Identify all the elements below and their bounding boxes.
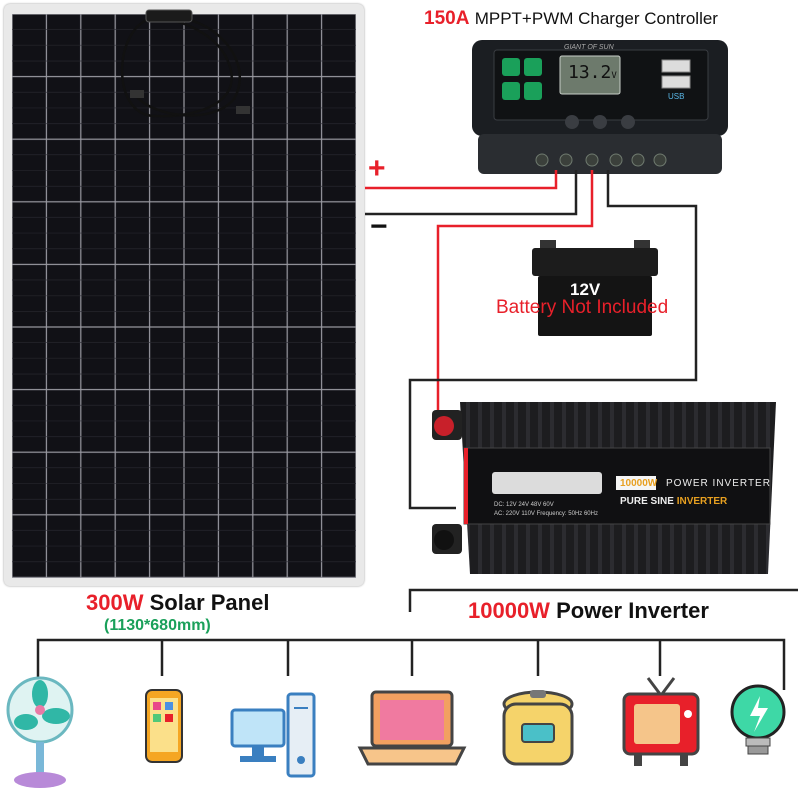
solar-panel-size: (1130*680mm) — [104, 617, 211, 634]
inverter-face-sub-a: PURE SINE — [620, 496, 674, 507]
solar-cell-grid — [12, 14, 356, 578]
laptop-icon — [357, 690, 467, 766]
fan-icon — [6, 676, 74, 788]
charge-controller: GIANT OF SUN 13.2V USB — [472, 38, 728, 178]
inverter-face-sub-b: INVERTER — [676, 496, 728, 507]
controller-brand: GIANT OF SUN — [564, 44, 614, 51]
controller-rating: 150A — [424, 8, 470, 29]
solar-panel-power: 300W — [86, 590, 144, 615]
bulb-icon — [730, 684, 786, 755]
usb-label: USB — [668, 92, 685, 101]
desktop-computer-icon — [230, 692, 316, 778]
inverter-face-title: POWER INVERTER — [666, 478, 771, 489]
solar-panel-label: Solar Panel — [149, 590, 270, 615]
inverter-face-sub: PURE SINE INVERTER — [620, 496, 727, 507]
solar-panel-title: 300W Solar Panel — [86, 590, 269, 616]
solar-cells — [12, 14, 356, 578]
tv-icon — [622, 677, 700, 766]
lcd-voltage-reading: 13.2V — [568, 62, 617, 83]
battery: 12V — [530, 234, 660, 338]
inverter-power: 10000W — [468, 598, 550, 623]
controller-title-text: MPPT+PWM Charger Controller — [474, 9, 718, 28]
inverter-label: Power Inverter — [556, 598, 709, 623]
solar-panel — [4, 4, 364, 586]
battery-voltage: 12V — [570, 280, 601, 299]
panel-cables — [120, 9, 250, 118]
appliance-row — [6, 676, 786, 788]
positive-sign: + — [368, 152, 386, 185]
battery-note: Battery Not Included — [496, 297, 669, 318]
negative-sign: − — [370, 210, 388, 243]
lcd-unit: V — [611, 71, 617, 81]
inverter-dc-line: DC: 12V 24V 48V 60V — [494, 502, 554, 508]
inverter-body — [432, 402, 776, 574]
inverter-ac-line: AC: 220V 110V Frequency: 50Hz 60Hz — [494, 511, 598, 517]
inverter-title: 10000W Power Inverter — [468, 598, 709, 624]
power-inverter: 10000W POWER INVERTER PURE SINE INVERTER… — [430, 398, 780, 578]
controller-title: 150A MPPT+PWM Charger Controller — [424, 8, 718, 30]
battery-body — [532, 240, 658, 336]
inverter-face-power: 10000W — [620, 478, 658, 489]
phone-icon — [145, 689, 183, 763]
controller-body — [472, 40, 728, 174]
rice-cooker-icon — [502, 690, 574, 766]
lcd-value: 13.2 — [568, 62, 612, 83]
